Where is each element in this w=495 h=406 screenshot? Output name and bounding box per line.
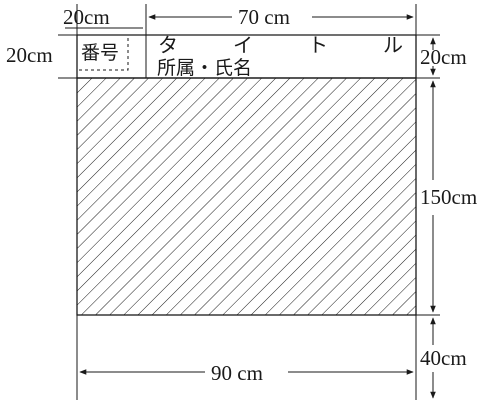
title-char-4: ル [383, 33, 403, 57]
extension-lines [58, 4, 440, 400]
title-char-2: イ [233, 33, 253, 57]
content-area [76, 77, 417, 316]
affiliation-label: 所属・氏名 [157, 57, 252, 79]
dim-label-right-top-height: 20cm [420, 45, 467, 69]
dimension-arrows [65, 14, 436, 399]
dim-label-top-left-width: 20cm [63, 5, 110, 29]
dim-label-left-height: 20cm [6, 43, 53, 67]
dim-label-top-width: 70 cm [238, 5, 290, 29]
title-char-1: タ [158, 33, 178, 57]
number-box [76, 34, 129, 71]
dim-label-bottom-width: 90 cm [211, 361, 263, 385]
content-area-hatch [77, 78, 416, 315]
number-label: 番号 [81, 42, 119, 64]
dim-label-right-bottom-height: 40cm [420, 346, 467, 370]
title-char-3: ト [308, 33, 328, 57]
content-area-border [76, 77, 417, 316]
dim-label-right-body-height: 150cm [420, 185, 477, 209]
